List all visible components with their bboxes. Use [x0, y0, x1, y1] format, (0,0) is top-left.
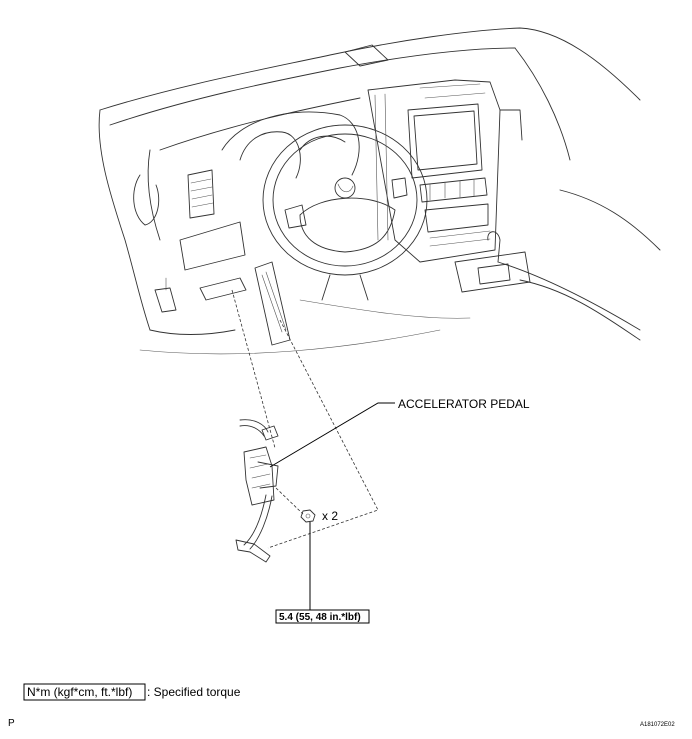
accelerator-pedal-callout-line	[269, 402, 395, 468]
legend-description: : Specified torque	[147, 685, 241, 699]
dashboard-illustration	[98, 27, 661, 355]
legend-unit-text: N*m (kgf*cm, ft.*lbf)	[27, 685, 132, 699]
accelerator-pedal-label: ACCELERATOR PEDAL	[398, 397, 530, 411]
torque-spec-box	[275, 609, 370, 624]
legend-unit-box	[23, 683, 146, 701]
location-leader-dashed	[231, 289, 379, 549]
quantity-label: x 2	[322, 509, 338, 523]
figure-id: A181072E02	[640, 722, 675, 728]
accelerator-pedal-detail	[235, 419, 316, 563]
torque-spec-value: 5.4 (55, 48 in.*lbf)	[279, 612, 361, 623]
footer-code: P	[8, 718, 15, 729]
mounting-nut	[300, 509, 316, 523]
